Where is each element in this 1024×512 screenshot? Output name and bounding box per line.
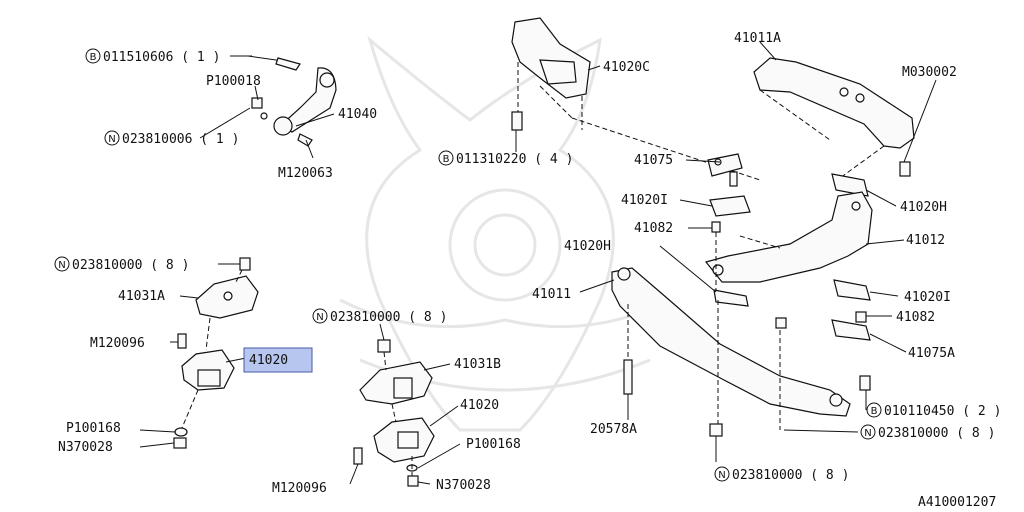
callout-41031a: 41031A [118, 289, 165, 304]
watermark-emblem [339, 35, 671, 432]
callout-n370028: N370028 [58, 440, 113, 455]
callout-011510606: 011510606 ( 1 ) [103, 50, 220, 65]
diagram-reference-code: A410001207 [918, 495, 996, 510]
crossmember-41011a [753, 57, 915, 179]
callout-prefix: B [90, 52, 97, 63]
callout-m120096: M120096 [272, 481, 327, 496]
callout-41020i: 41020I [904, 290, 951, 305]
callout-prefix: N [58, 260, 65, 271]
callout-prefix: N [864, 428, 871, 439]
nut-prefix-icon [714, 466, 730, 482]
callout-41011a: 41011A [734, 31, 781, 46]
callout-023810006: 023810006 ( 1 ) [122, 132, 239, 147]
bolt-prefix-icon [438, 150, 454, 166]
bracket-41020c [511, 17, 761, 181]
callout-023810000: 023810000 ( 8 ) [732, 468, 849, 483]
callout-011310220: 011310220 ( 4 ) [456, 152, 573, 167]
bolt-prefix-icon [866, 402, 882, 418]
callout-m030002: M030002 [902, 65, 957, 80]
callout-p100168: P100168 [66, 421, 121, 436]
callout-prefix: B [443, 154, 450, 165]
nut-prefix-icon [860, 424, 876, 440]
callout-m120096: M120096 [90, 336, 145, 351]
callout-41011: 41011 [532, 287, 571, 302]
callout-41020i: 41020I [621, 193, 668, 208]
callout-prefix: N [718, 470, 725, 481]
callout-20578a: 20578A [590, 422, 637, 437]
callout-41082: 41082 [634, 221, 673, 236]
callout-023810000: 023810000 ( 8 ) [878, 426, 995, 441]
callout-n370028: N370028 [436, 478, 491, 493]
callout-p100168: P100168 [466, 437, 521, 452]
nut-prefix-icon [54, 256, 70, 272]
callout-prefix: N [316, 312, 323, 323]
callout-labels: B 011510606 ( 1 ) P100018 41040 N 023810… [54, 31, 1001, 510]
callout-41012: 41012 [906, 233, 945, 248]
callout-prefix: N [108, 134, 115, 145]
nut-prefix-icon [104, 130, 120, 146]
link-rod-assembly [199, 55, 337, 159]
callout-41075a: 41075A [908, 346, 955, 361]
callout-41020h: 41020H [564, 239, 611, 254]
callout-023810000: 023810000 ( 8 ) [330, 310, 447, 325]
callout-41020: 41020 [460, 398, 499, 413]
crossmember-41011 [611, 232, 871, 437]
callout-prefix: B [871, 406, 878, 417]
callout-m120063: M120063 [278, 166, 333, 181]
callout-023810000: 023810000 ( 8 ) [72, 258, 189, 273]
leader-lines [139, 41, 937, 485]
engine-mount-center [353, 339, 435, 487]
callout-41082: 41082 [896, 310, 935, 325]
callout-p100018: P100018 [206, 74, 261, 89]
callout-41020c: 41020C [603, 60, 650, 75]
bolt-prefix-icon [85, 48, 101, 64]
highlighted-part-box [243, 347, 313, 373]
callout-41020h: 41020H [900, 200, 947, 215]
callout-41075: 41075 [634, 153, 673, 168]
engine-mount-left [173, 257, 259, 449]
cushion-stack-upper [707, 153, 869, 233]
callout-41040: 41040 [338, 107, 377, 122]
callout-010110450: 010110450 ( 2 ) [884, 404, 1001, 419]
callout-41020-highlighted[interactable]: 41020 [249, 353, 288, 368]
callout-41031b: 41031B [454, 357, 501, 372]
nut-prefix-icon [312, 308, 328, 324]
